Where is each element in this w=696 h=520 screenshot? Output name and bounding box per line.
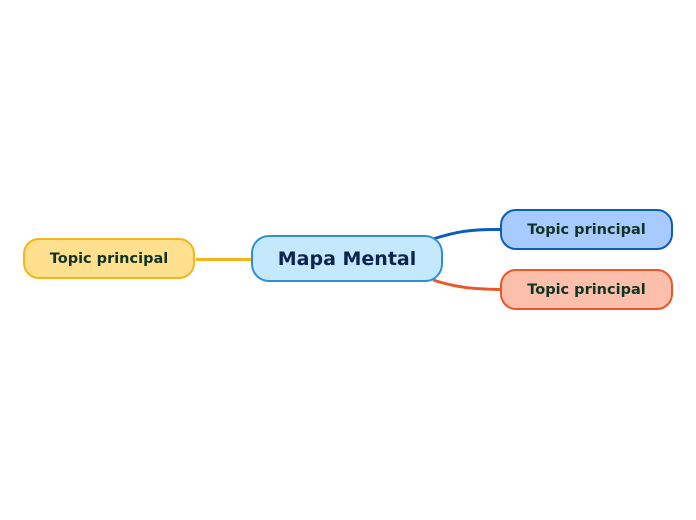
main-topic-label: Topic principal xyxy=(49,250,169,267)
main-topic-node-right-bottom[interactable]: Topic principal xyxy=(500,269,673,310)
central-topic-label: Mapa Mental xyxy=(277,247,417,270)
central-topic-node[interactable]: Mapa Mental xyxy=(251,235,443,282)
connector-line-right-top xyxy=(432,227,501,241)
main-topic-node-left[interactable]: Topic principal xyxy=(23,238,195,279)
main-topic-node-right-top[interactable]: Topic principal xyxy=(500,209,673,250)
main-topic-label: Topic principal xyxy=(527,281,646,298)
main-topic-label: Topic principal xyxy=(527,221,646,238)
connector-line-right-bottom xyxy=(432,278,501,291)
